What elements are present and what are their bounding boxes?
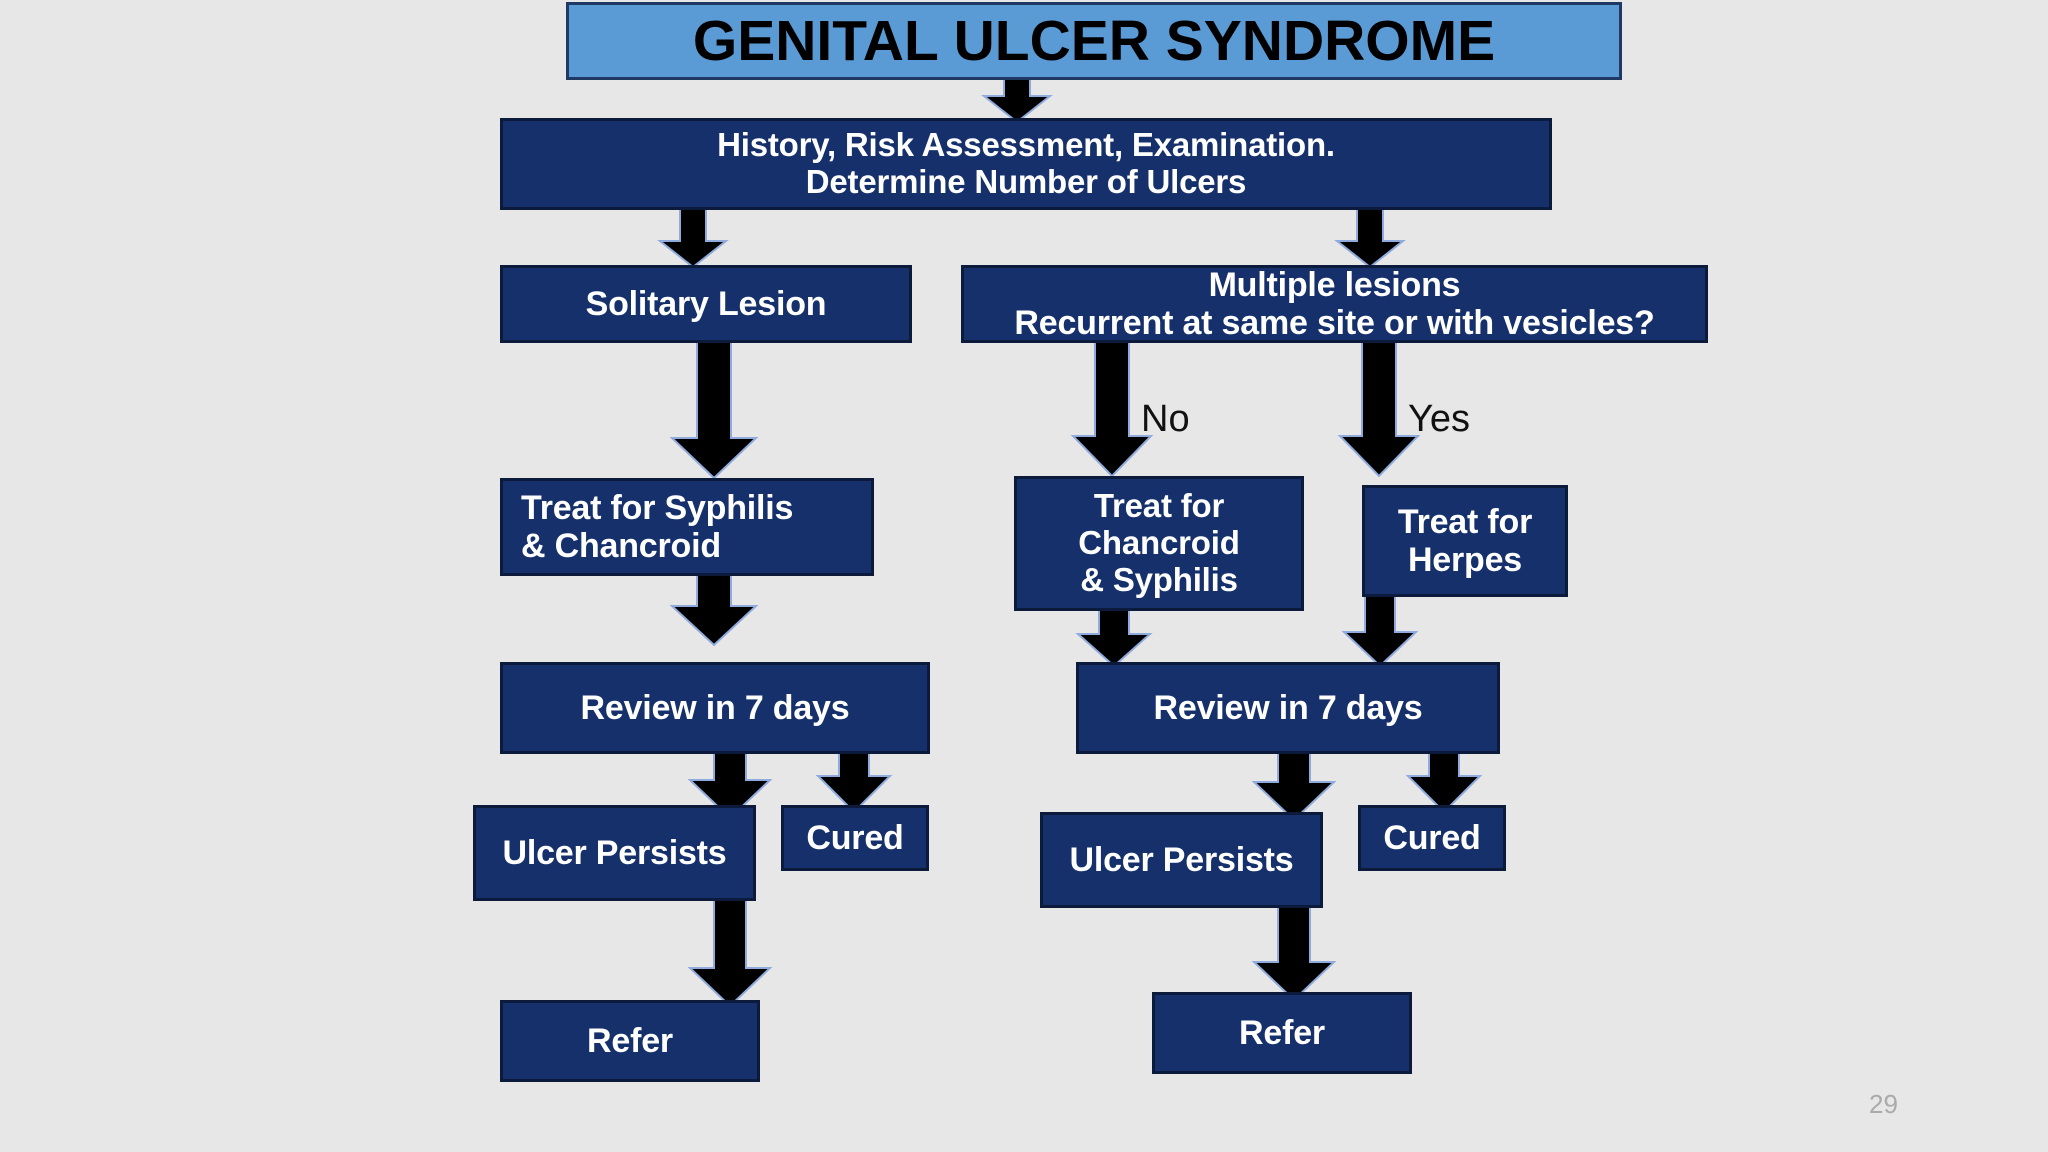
node-refer-right-text: Refer xyxy=(1239,1013,1325,1052)
node-cured-right: Cured xyxy=(1358,805,1506,871)
node-review-right: Review in 7 days xyxy=(1076,662,1500,754)
node-review-left-text: Review in 7 days xyxy=(580,688,850,727)
branch-label-yes-text: Yes xyxy=(1408,398,1470,440)
arrow-multiple-to-treat-chancroid xyxy=(1070,337,1154,478)
node-cured-right-text: Cured xyxy=(1383,818,1481,857)
node-history-risk-assessment: History, Risk Assessment, Examination. D… xyxy=(500,118,1552,210)
node-review-left: Review in 7 days xyxy=(500,662,930,754)
node-refer-right: Refer xyxy=(1152,992,1412,1074)
node-history-risk-assessment-text: History, Risk Assessment, Examination. D… xyxy=(717,126,1335,200)
arrow-multiple-to-treat-herpes xyxy=(1337,337,1421,478)
node-treat-syphilis-chancroid: Treat for Syphilis & Chancroid xyxy=(500,478,874,576)
node-solitary-lesion: Solitary Lesion xyxy=(500,265,912,343)
node-review-right-text: Review in 7 days xyxy=(1153,688,1423,727)
node-treat-chancroid-syphilis: Treat for Chancroid & Syphilis xyxy=(1014,476,1304,611)
node-treat-chancroid-syphilis-text: Treat for Chancroid & Syphilis xyxy=(1078,487,1240,598)
arrow-assessment-to-multiple xyxy=(1334,204,1406,269)
arrow-solitary-to-treat-syphilis xyxy=(669,337,759,480)
arrow-ulcer-persists-left-to-refer xyxy=(687,895,773,1008)
arrow-treat-chancroid-to-review xyxy=(1075,607,1153,668)
node-ulcer-persists-left-text: Ulcer Persists xyxy=(502,833,727,872)
arrow-treat-syphilis-to-review xyxy=(669,572,759,647)
branch-label-no-text: No xyxy=(1141,398,1190,440)
arrow-assessment-to-solitary xyxy=(657,204,729,269)
node-ulcer-persists-right: Ulcer Persists xyxy=(1040,812,1323,908)
node-multiple-lesions: Multiple lesions Recurrent at same site … xyxy=(961,265,1708,343)
node-solitary-lesion-text: Solitary Lesion xyxy=(585,284,827,323)
slide-title-box: GENITAL ULCER SYNDROME xyxy=(566,2,1622,80)
node-refer-left: Refer xyxy=(500,1000,760,1082)
page-number: 29 xyxy=(1869,1089,1898,1120)
node-refer-left-text: Refer xyxy=(587,1021,673,1060)
node-treat-syphilis-chancroid-text: Treat for Syphilis & Chancroid xyxy=(521,488,794,565)
node-cured-left: Cured xyxy=(781,805,929,871)
node-treat-herpes: Treat for Herpes xyxy=(1362,485,1568,597)
page-number-text: 29 xyxy=(1869,1089,1898,1119)
arrow-treat-herpes-to-review xyxy=(1341,593,1419,668)
node-ulcer-persists-left: Ulcer Persists xyxy=(473,805,756,901)
branch-label-no: No xyxy=(1141,398,1190,441)
branch-label-yes: Yes xyxy=(1408,398,1470,441)
node-treat-herpes-text: Treat for Herpes xyxy=(1397,502,1533,579)
arrow-title-to-assessment xyxy=(981,75,1053,124)
node-multiple-lesions-text: Multiple lesions Recurrent at same site … xyxy=(1014,265,1655,342)
node-ulcer-persists-right-text: Ulcer Persists xyxy=(1069,840,1294,879)
node-cured-left-text: Cured xyxy=(806,818,904,857)
slide-title-text: GENITAL ULCER SYNDROME xyxy=(692,9,1496,73)
